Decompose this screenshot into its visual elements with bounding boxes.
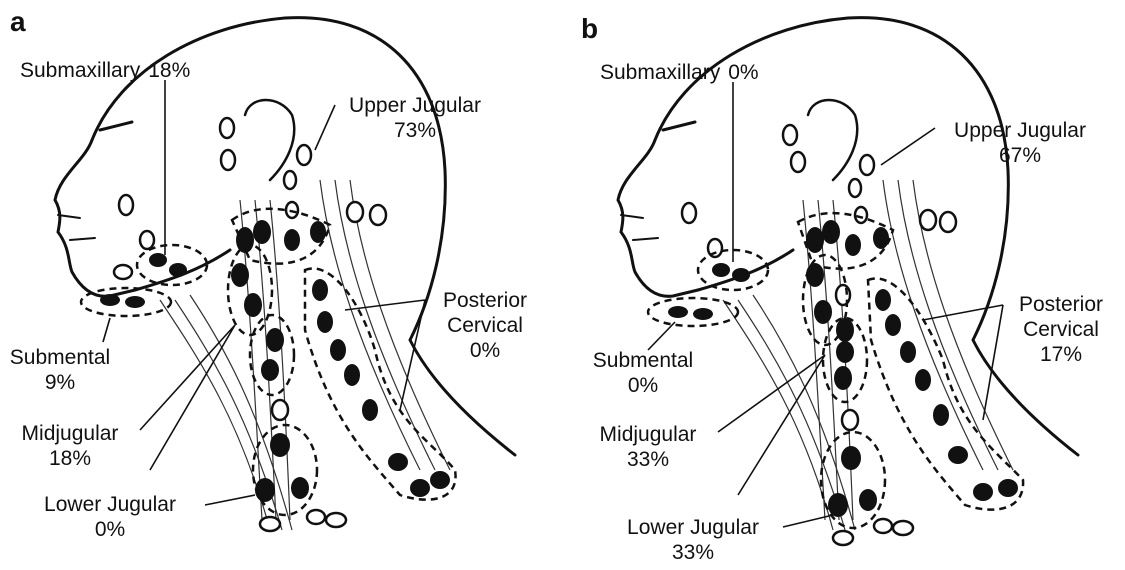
label-name: Upper Jugular <box>935 118 1105 143</box>
ear-outline <box>245 100 294 180</box>
label-percent: 0% <box>425 338 545 363</box>
label-midjugular: Midjugular 18% <box>5 421 135 471</box>
label-upper-jugular: Upper Jugular 73% <box>330 93 500 143</box>
label-submaxillary: Submaxillary 0% <box>600 60 759 85</box>
label-name: Submaxillary <box>20 59 140 82</box>
label-name-line2: Cervical <box>1001 317 1121 342</box>
nose-mouth <box>621 215 658 240</box>
panel-b: b Submaxillary 0% Upper Jugular 67% Poste… <box>563 0 1125 570</box>
panel-letter: b <box>581 15 598 43</box>
label-percent: 67% <box>935 143 1105 168</box>
label-percent: 33% <box>593 540 793 565</box>
label-percent: 0% <box>728 61 758 84</box>
label-percent: 0% <box>10 517 210 542</box>
label-percent: 9% <box>0 370 120 395</box>
label-percent: 18% <box>148 59 190 82</box>
label-name: Midjugular <box>583 422 713 447</box>
eye-brow <box>100 122 132 130</box>
label-name-line1: Posterior <box>425 288 545 313</box>
ear-outline <box>808 100 857 180</box>
label-lower-jugular: Lower Jugular 0% <box>10 492 210 542</box>
eye-brow <box>663 122 695 130</box>
label-percent: 33% <box>583 447 713 472</box>
panel-letter: a <box>10 8 26 36</box>
label-name: Submental <box>0 345 120 370</box>
label-name: Submental <box>583 348 703 373</box>
label-percent: 18% <box>5 446 135 471</box>
neck-lymph-node-illustration <box>0 0 562 570</box>
label-lower-jugular: Lower Jugular 33% <box>593 515 793 565</box>
label-submaxillary: Submaxillary 18% <box>20 58 190 83</box>
label-name: Lower Jugular <box>10 492 210 517</box>
label-percent: 73% <box>330 118 500 143</box>
label-name-line2: Cervical <box>425 313 545 338</box>
label-posterior-cervical: Posterior Cervical 17% <box>1001 292 1121 367</box>
label-name-line1: Posterior <box>1001 292 1121 317</box>
label-percent: 17% <box>1001 342 1121 367</box>
label-name: Lower Jugular <box>593 515 793 540</box>
label-midjugular: Midjugular 33% <box>583 422 713 472</box>
label-name: Submaxillary <box>600 61 720 84</box>
neck-lymph-node-illustration <box>563 0 1125 570</box>
nose-mouth <box>58 215 95 240</box>
head-outline <box>92 18 515 455</box>
lymph-nodes-black <box>668 220 1018 517</box>
label-submental: Submental 9% <box>0 345 120 395</box>
label-submental: Submental 0% <box>583 348 703 398</box>
label-name: Midjugular <box>5 421 135 446</box>
label-upper-jugular: Upper Jugular 67% <box>935 118 1105 168</box>
label-posterior-cervical: Posterior Cervical 0% <box>425 288 545 363</box>
lymph-nodes-white <box>682 125 956 545</box>
label-name: Upper Jugular <box>330 93 500 118</box>
panel-a: a Submaxillary 18% Upper Jugular 73% Post… <box>0 0 562 570</box>
label-percent: 0% <box>583 373 703 398</box>
